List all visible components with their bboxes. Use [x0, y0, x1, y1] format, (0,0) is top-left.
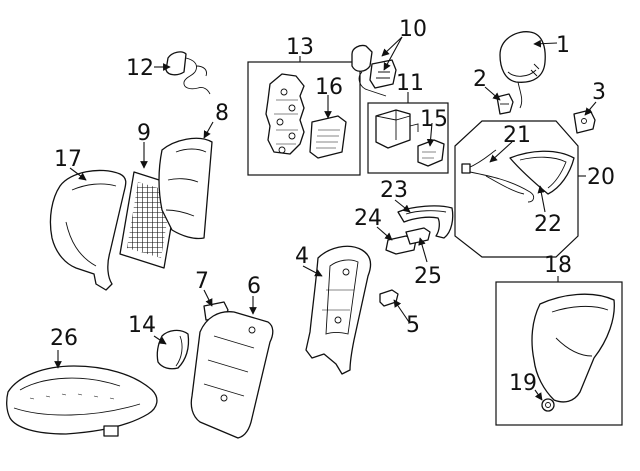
- module-11: [375, 109, 419, 149]
- trim-14: [156, 329, 190, 370]
- callout-23: 23: [380, 178, 408, 203]
- box-18: [495, 281, 623, 426]
- lumbar-unit-13: [265, 73, 305, 155]
- knob-19: [541, 398, 555, 412]
- callout-13: 13: [286, 35, 314, 60]
- callout-3: 3: [592, 80, 606, 105]
- callout-1: 1: [556, 33, 570, 58]
- callout-6: 6: [247, 274, 261, 299]
- leader-lines: [54, 36, 597, 401]
- callout-15: 15: [420, 107, 448, 132]
- clip-5: [379, 289, 399, 307]
- callout-4: 4: [295, 244, 309, 269]
- cover-18: [531, 293, 615, 403]
- callout-11: 11: [396, 71, 424, 96]
- seat-cushion-26: [6, 365, 158, 437]
- callout-22: 22: [534, 212, 562, 237]
- trim-cover-22: [509, 150, 575, 195]
- wire-harness-12: [165, 51, 211, 95]
- callout-17: 17: [54, 147, 82, 172]
- callout-5: 5: [406, 313, 420, 338]
- guide-clip: [496, 93, 514, 115]
- seatback-frame-4: [305, 245, 372, 375]
- seatback-cover-17: [49, 169, 127, 291]
- seatback-pad-8: [158, 137, 213, 240]
- callout-8: 8: [215, 101, 229, 126]
- switch-bezel-23: [397, 205, 454, 239]
- connector-15: [417, 139, 445, 167]
- callout-24: 24: [354, 206, 382, 231]
- callout-21: 21: [503, 123, 531, 148]
- box-20: [454, 120, 579, 258]
- callout-16: 16: [315, 75, 343, 100]
- callout-14: 14: [128, 313, 156, 338]
- harness-21: [461, 149, 535, 203]
- callout-2: 2: [473, 67, 487, 92]
- release-switch: [573, 109, 596, 134]
- box-13: [247, 61, 361, 176]
- callout-18: 18: [544, 253, 572, 278]
- callout-26: 26: [50, 326, 78, 351]
- callout-9: 9: [137, 121, 151, 146]
- control-module-16: [309, 115, 347, 159]
- callout-25: 25: [414, 264, 442, 289]
- callout-7: 7: [195, 269, 209, 294]
- callout-20: 20: [587, 165, 615, 190]
- callout-12: 12: [126, 56, 154, 81]
- switch-25: [405, 227, 431, 245]
- side-panel-6: [190, 311, 274, 439]
- callout-10: 10: [399, 17, 427, 42]
- callout-19: 19: [509, 371, 537, 396]
- wiring-module-10: [351, 44, 397, 97]
